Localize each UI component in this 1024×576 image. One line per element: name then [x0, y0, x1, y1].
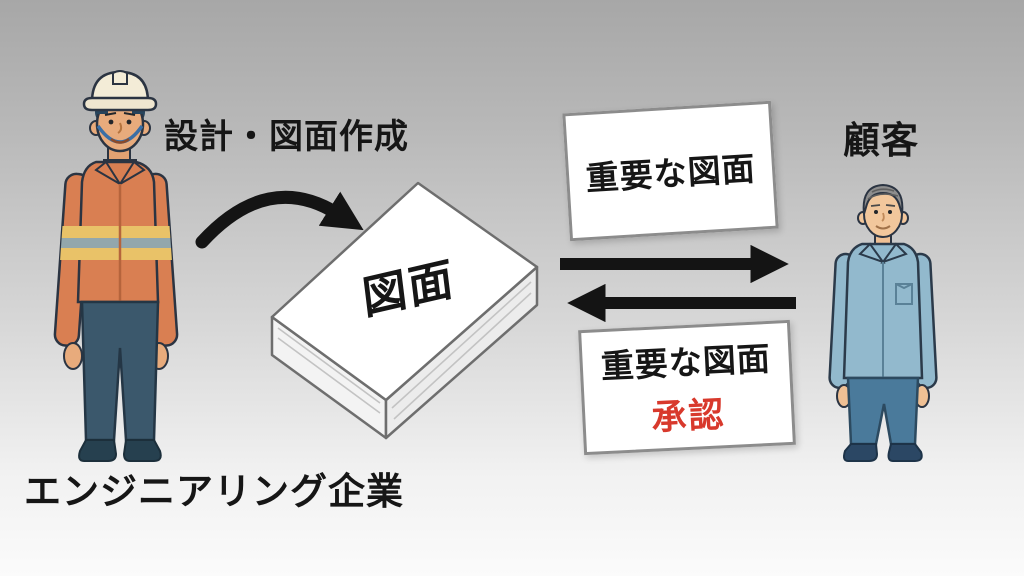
approval-card-text: 重要な図面 [599, 339, 772, 386]
outgoing-drawing-card: 重要な図面 [562, 100, 779, 242]
process-label: 設計・図面作成 [164, 118, 409, 156]
arrow-left-icon [567, 283, 796, 323]
curved-arrow-icon [195, 190, 364, 249]
outgoing-card-text: 重要な図面 [584, 149, 757, 198]
arrow-right-icon [560, 244, 789, 284]
customer-label: 顧客 [843, 120, 919, 161]
customer-illustration [828, 183, 938, 462]
approval-card-approval-text: 承認 [650, 395, 727, 438]
engineer-label: エンジニアリング企業 [24, 471, 404, 512]
engineer-worker-illustration [53, 70, 179, 462]
approval-card: 重要な図面 承認 [578, 319, 796, 456]
drawing-stack-illustration [270, 181, 539, 440]
